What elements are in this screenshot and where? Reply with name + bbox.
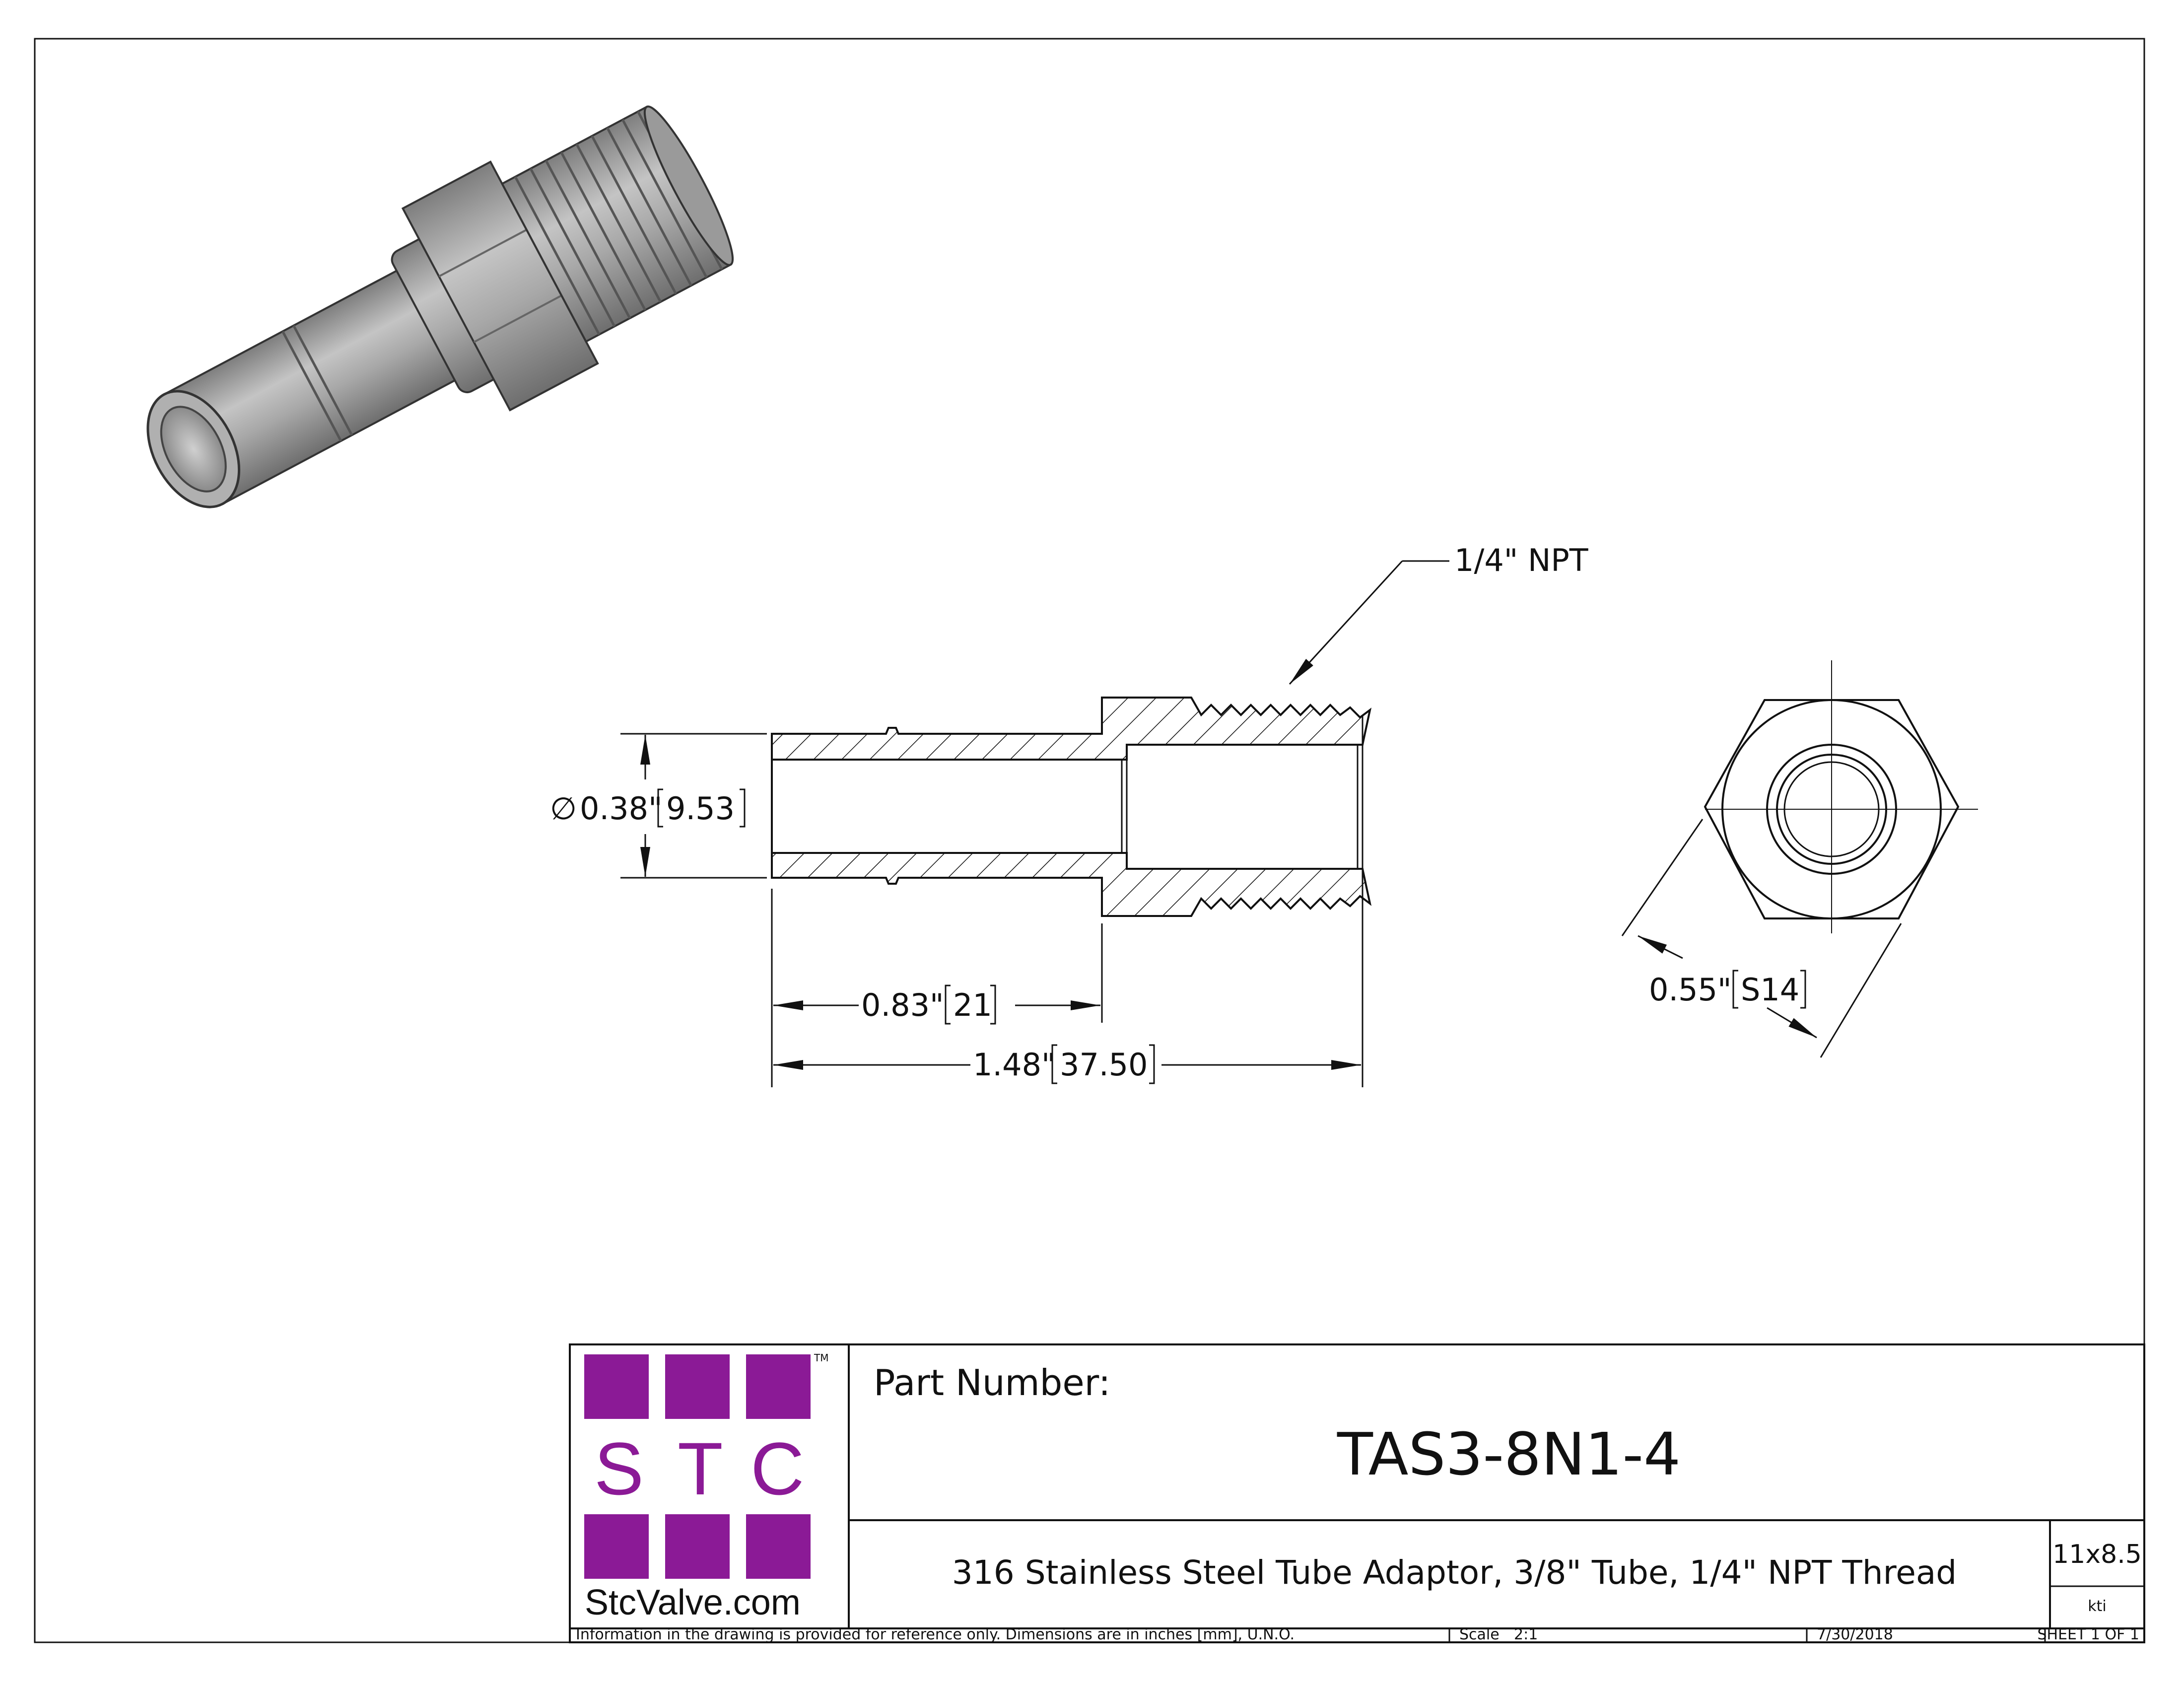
end-view: 0.55" S14 xyxy=(1621,660,1978,1058)
stc-logo: S T C TM StcValve.com xyxy=(584,1352,828,1622)
dim-length-short-mm: 21 xyxy=(953,987,992,1023)
logo-website: StcValve.com xyxy=(585,1583,801,1622)
disclaimer: Information in the drawing is provided f… xyxy=(576,1626,1295,1643)
callout-thread: 1/4" NPT xyxy=(1454,542,1589,578)
section-wall-top xyxy=(771,697,1372,761)
drawing-date: 7/30/2018 xyxy=(1817,1626,1893,1643)
isometric-view xyxy=(146,105,734,508)
logo-letter-c: C xyxy=(751,1427,804,1510)
dim-hex-inch: 0.55" xyxy=(1649,972,1732,1008)
drawn-by: kti xyxy=(2088,1598,2106,1615)
part-number: TAS3-8N1-4 xyxy=(1337,1420,1681,1488)
dim-diameter-mm: 9.53 xyxy=(666,790,735,827)
section-view xyxy=(771,697,1372,917)
title-block: S T C TM StcValve.com Part Number: TAS3-… xyxy=(569,1343,2145,1643)
logo-letter-s: S xyxy=(594,1427,644,1510)
dimensions: ∅ 0.38" 9.53 0.83" 21 1.48" 37.50 1/4" N… xyxy=(550,542,1589,1087)
dim-hex-mm: S14 xyxy=(1741,972,1799,1008)
logo-letter-t: T xyxy=(678,1427,723,1510)
logo-trademark: TM xyxy=(814,1352,828,1364)
part-number-label: Part Number: xyxy=(874,1362,1110,1404)
scale-value: 2:1 xyxy=(1514,1626,1538,1643)
dim-length-total-mm: 37.50 xyxy=(1060,1047,1148,1083)
dim-length-short-inch: 0.83" xyxy=(861,987,944,1023)
scale-label: Scale xyxy=(1459,1626,1500,1643)
section-wall-bottom xyxy=(771,852,1372,917)
dim-length-total-inch: 1.48" xyxy=(973,1047,1056,1083)
part-description: 316 Stainless Steel Tube Adaptor, 3/8" T… xyxy=(952,1553,1957,1592)
sheet-number: SHEET 1 OF 1 xyxy=(2038,1626,2140,1643)
dim-diameter-symbol: ∅ xyxy=(550,790,577,827)
sheet-size: 11x8.5 xyxy=(2052,1540,2142,1569)
dim-diameter-inch: 0.38" xyxy=(580,790,663,827)
hex-outline xyxy=(1704,699,1960,919)
